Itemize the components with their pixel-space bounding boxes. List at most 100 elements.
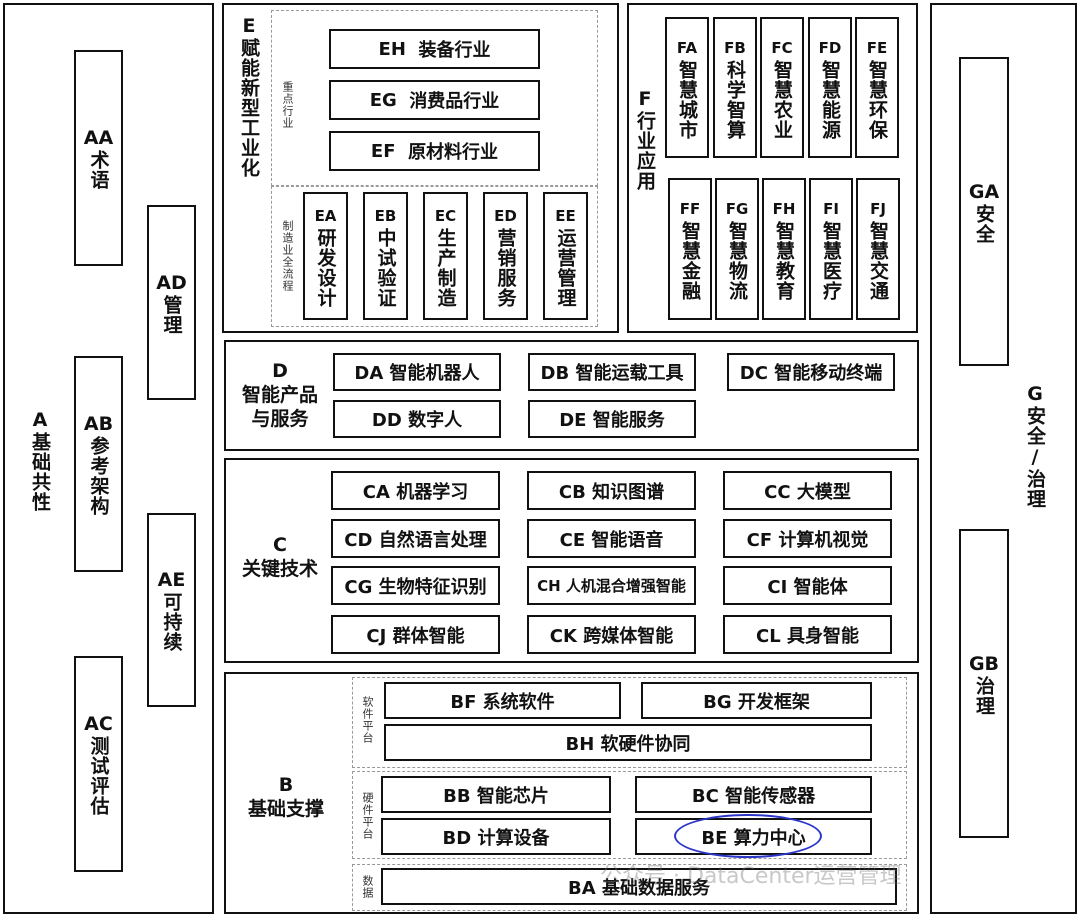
cf-box xyxy=(723,519,892,558)
cc-label: CC 大模型 xyxy=(764,481,851,503)
eg-label: EG 消费品行业 xyxy=(369,89,500,113)
fi-box xyxy=(809,178,853,320)
bc-box xyxy=(635,776,872,813)
aa-box xyxy=(74,50,123,266)
ef-label: EF 原材料行业 xyxy=(370,140,499,164)
bc-label: BC 智能传感器 xyxy=(691,785,816,807)
c-label: C 关键技术 xyxy=(241,534,318,580)
ch-label: CH 人机混合增强智能 xyxy=(537,577,686,595)
b-label: B 基础支撑 xyxy=(247,774,324,820)
bf-box xyxy=(384,682,621,719)
b-data-dashed xyxy=(352,864,907,911)
a-label: A 基础共性 xyxy=(29,409,51,512)
watermark-text: 公众号 · DataCenter运营管理 xyxy=(600,864,902,889)
ca-box xyxy=(331,471,500,510)
e-process-dashed xyxy=(271,186,598,327)
cg-label: CG 生物特征识别 xyxy=(344,576,487,598)
fg-box xyxy=(715,178,759,320)
cj-box xyxy=(331,615,500,654)
bg-box xyxy=(641,682,872,719)
b-hardware-dashed xyxy=(352,771,907,859)
cd-box xyxy=(331,519,500,558)
db-label: DB 智能运载工具 xyxy=(540,363,684,384)
da-box xyxy=(333,353,501,391)
ff-box xyxy=(668,178,712,320)
da-label: DA 智能机器人 xyxy=(354,363,480,384)
de-box xyxy=(528,400,696,438)
e-key-industries-label: 重点行业 xyxy=(281,81,294,129)
gb-box xyxy=(959,529,1009,838)
ca-label: CA 机器学习 xyxy=(362,481,469,503)
eb-box xyxy=(363,192,408,320)
bb-label: BB 智能芯片 xyxy=(443,785,549,807)
e-key-industries-dashed xyxy=(271,10,598,186)
b-hardware-label: 硬件平台 xyxy=(361,792,374,840)
ea-box xyxy=(303,192,348,320)
e-process-label: 制造业全流程 xyxy=(281,220,294,292)
dc-label: DC 智能移动终端 xyxy=(739,363,883,384)
cg-box xyxy=(331,566,500,605)
fc-box xyxy=(760,17,804,158)
cc-box xyxy=(723,471,892,510)
bh-label: BH 软硬件协同 xyxy=(565,733,691,755)
eh-label: EH 装备行业 xyxy=(378,38,491,62)
bd-label: BD 计算设备 xyxy=(442,827,550,849)
ee-box xyxy=(543,192,588,320)
ba-label: BA 基础数据服务 xyxy=(568,877,710,899)
cl-box xyxy=(723,615,892,654)
ab-box xyxy=(74,356,123,572)
ac-box xyxy=(74,656,123,872)
fj-box xyxy=(856,178,900,320)
be-highlight-ellipse xyxy=(674,814,822,858)
bf-label: BF 系统软件 xyxy=(450,691,555,713)
dc-box xyxy=(727,353,895,391)
fe-box xyxy=(855,17,899,158)
bb-box xyxy=(381,776,611,813)
db-box xyxy=(528,353,696,391)
ec-box xyxy=(423,192,468,320)
cb-box xyxy=(527,471,696,510)
fb-box xyxy=(713,17,757,158)
eh-box xyxy=(329,29,540,69)
b-data-label: 数据 xyxy=(361,875,374,899)
ck-label: CK 跨媒体智能 xyxy=(549,625,674,647)
ci-label: CI 智能体 xyxy=(767,576,848,598)
ck-box xyxy=(527,615,696,654)
dd-box xyxy=(333,400,501,438)
cf-label: CF 计算机视觉 xyxy=(746,529,869,551)
fh-box xyxy=(762,178,806,320)
ed-box xyxy=(483,192,528,320)
ce-box xyxy=(527,519,696,558)
ch-box xyxy=(527,566,696,605)
dd-label: DD 数字人 xyxy=(371,410,463,431)
ce-label: CE 智能语音 xyxy=(559,529,664,551)
ga-box xyxy=(959,57,1009,366)
ad-box xyxy=(147,205,196,400)
cl-label: CL 具身智能 xyxy=(756,625,859,647)
ef-box xyxy=(329,131,540,171)
de-label: DE 智能服务 xyxy=(559,410,665,431)
bd-box xyxy=(381,818,611,855)
